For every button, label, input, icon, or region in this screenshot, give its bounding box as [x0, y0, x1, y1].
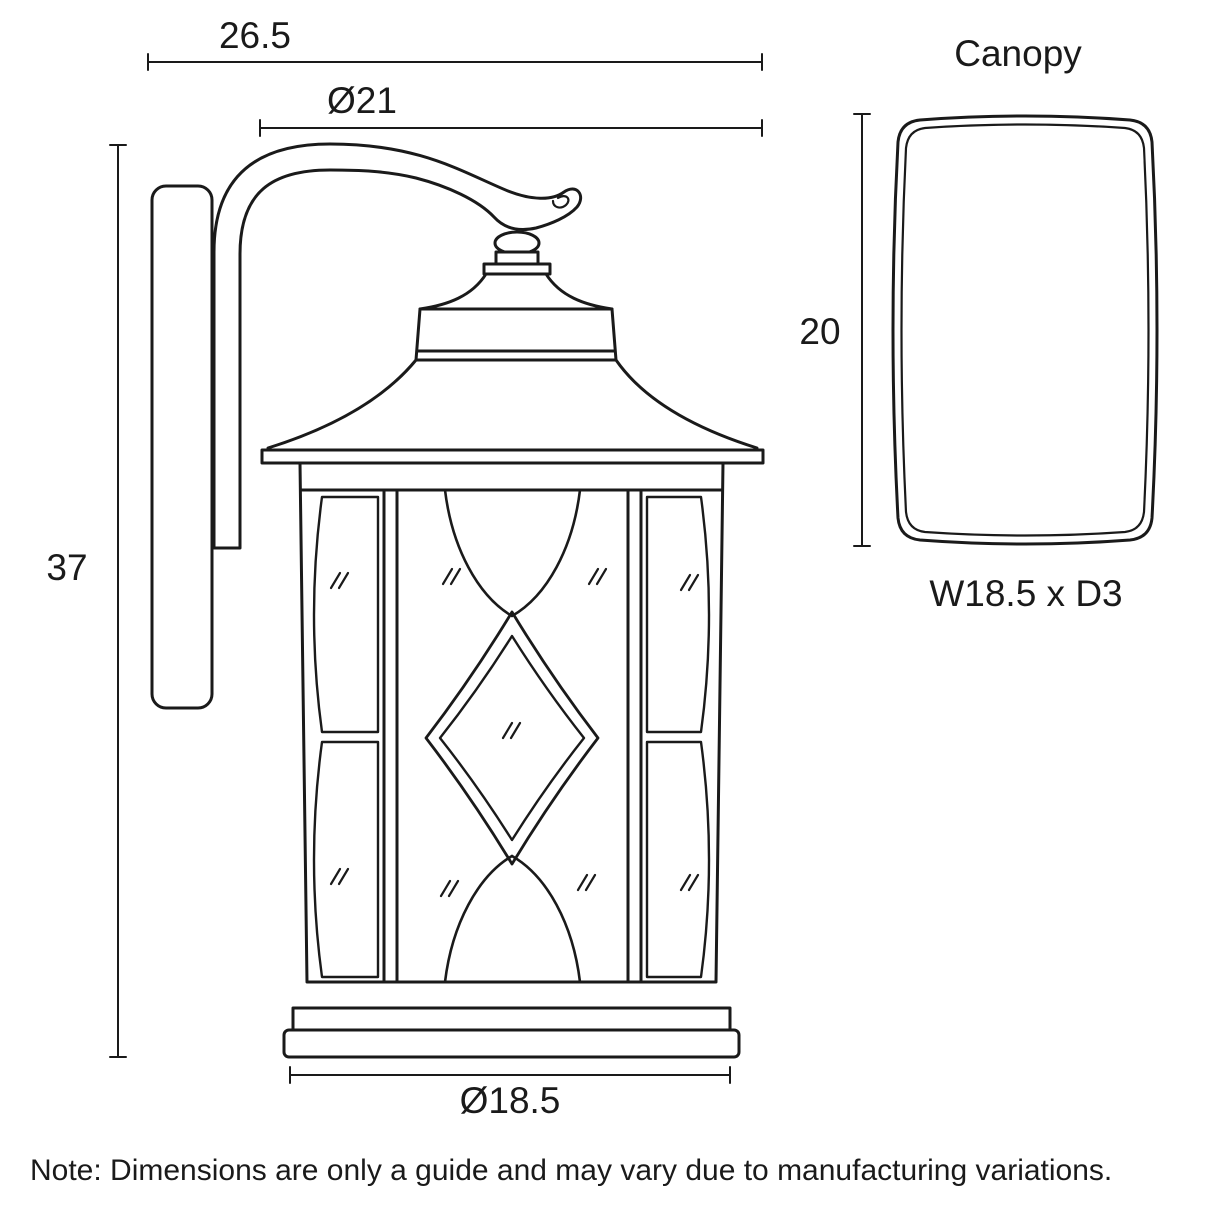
dim-label-height: 37 [46, 547, 87, 588]
glass-hash-mark [329, 571, 350, 590]
base-step-lower [282, 1028, 741, 1059]
canopy-outline-outer [891, 114, 1159, 546]
glass-hash-mark [329, 867, 350, 886]
dim-line-height [109, 144, 127, 1058]
canopy-title: Canopy [954, 33, 1082, 74]
glass-hash-mark [441, 567, 462, 586]
dim-label-projection: Ø21 [327, 80, 397, 121]
canopy-view [891, 114, 1159, 546]
dim-line-body-diameter [289, 1066, 731, 1084]
tracery-arch-bottom [443, 854, 582, 984]
glass-panel-right-upper [645, 495, 711, 734]
canopy-outline-inner [900, 123, 1150, 537]
glass-hash-mark [587, 567, 608, 586]
dim-label-body-diameter: Ø18.5 [460, 1080, 561, 1121]
glass-hash-mark [576, 873, 597, 892]
body-frame [298, 461, 725, 1010]
dim-label-overall-width: 26.5 [219, 15, 291, 56]
glass-hash-mark [439, 879, 460, 898]
canopy-footprint-label: W18.5 x D3 [929, 573, 1122, 614]
tracery-arch-top [443, 488, 582, 618]
body-mullion-left [382, 488, 399, 984]
roof-cone [266, 358, 759, 452]
dim-line-canopy-height [853, 113, 871, 547]
glass-panel-left-upper [312, 495, 380, 734]
glass-panel-right-lower [645, 740, 711, 979]
diamond-motif-inner [438, 634, 586, 842]
base-step-upper [291, 1006, 732, 1032]
mounting-arm [212, 142, 583, 550]
glass-panel-left-lower [312, 740, 380, 979]
lantern-side-view [150, 142, 765, 1059]
roof-eave [260, 448, 765, 465]
glass-hash-mark [679, 873, 700, 892]
arm-scroll-icon [551, 195, 570, 209]
dim-line-projection [259, 119, 763, 137]
dimension-lines [109, 53, 871, 1084]
glass-hash-mark [501, 721, 522, 740]
cap-bell [418, 272, 614, 311]
cap-drum [414, 307, 618, 362]
dim-label-canopy-height: 20 [799, 311, 840, 352]
diamond-motif-outer [424, 610, 600, 866]
note-text: Note: Dimensions are only a guide and ma… [30, 1154, 1112, 1187]
dim-line-overall-width [147, 53, 763, 71]
glass-hash-mark [679, 573, 700, 592]
wall-plate [150, 184, 214, 710]
body-mullion-right [626, 488, 643, 984]
